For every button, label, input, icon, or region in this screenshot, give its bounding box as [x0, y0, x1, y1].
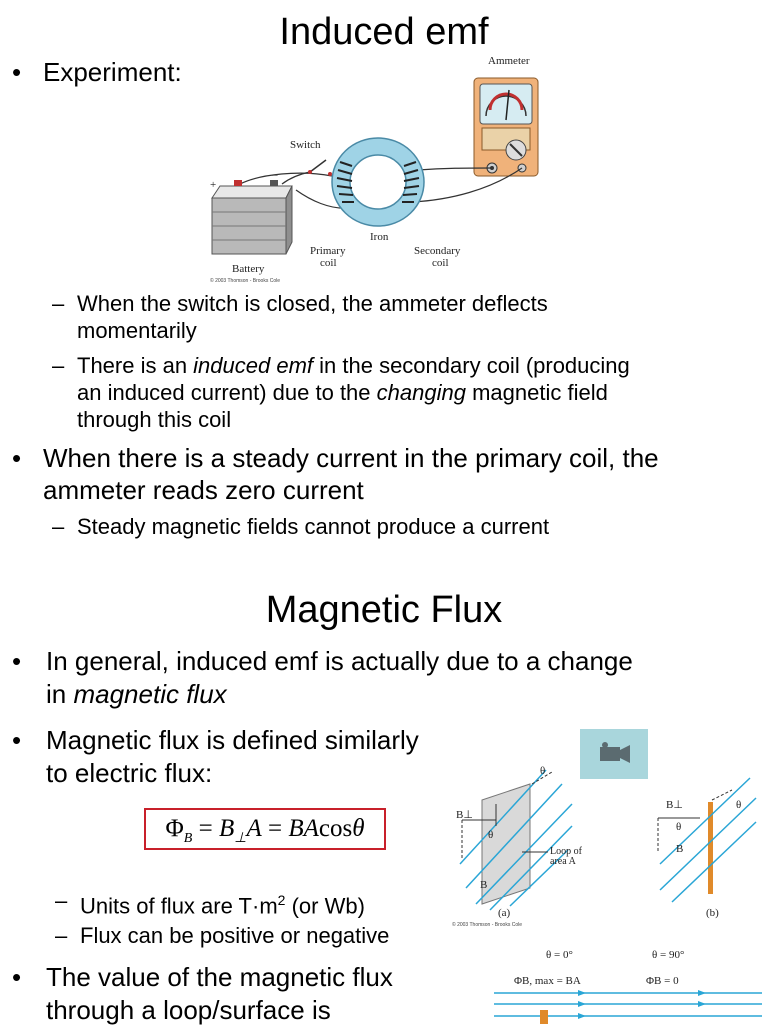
sub2-line3: through this coil [77, 407, 232, 432]
sub3-text: Steady magnetic fields cannot produce a … [77, 514, 550, 539]
bullet2-line2: ammeter reads zero current [43, 475, 364, 505]
theta-a1: θ [488, 829, 493, 841]
sub1-line2: momentarily [77, 318, 197, 343]
slide2-title: Magnetic Flux [265, 589, 503, 631]
iron-toroid-icon [331, 137, 425, 227]
phi-max-label: ΦB, max = BA [514, 975, 581, 987]
flux-figure: B⊥ B θ θ Loop of area A (a) © 2003 Thoms… [452, 765, 762, 1024]
dash: – [55, 923, 68, 948]
b3-line1: The value of the magnetic flux [46, 962, 393, 992]
battery-minus: – [271, 169, 278, 181]
b-label-b: B [676, 843, 683, 855]
circuit-figure: Ammeter Switch Iron Primary coil Seconda… [210, 55, 539, 284]
b2-line2: to electric flux: [46, 758, 213, 788]
switch-label: Switch [290, 139, 321, 151]
bullet2-line1: When there is a steady current in the pr… [43, 443, 659, 473]
theta-b1: θ [676, 821, 681, 833]
bullet-dot: • [12, 443, 22, 473]
bullet-dot: • [12, 646, 22, 676]
units-text: Units of flux are T·m2 (or Wb) [80, 892, 365, 919]
dash: – [52, 291, 65, 316]
slide1-title: Induced emf [279, 11, 489, 53]
flux-copyright: © 2003 Thomson - Brooks Cole [452, 921, 522, 928]
ammeter-label: Ammeter [488, 55, 530, 67]
dash: – [52, 353, 65, 378]
flux-equation: ΦB = B⊥A = BAcosθ [144, 808, 386, 850]
b-perp-b: B⊥ [666, 799, 683, 811]
battery-plus: + [210, 179, 216, 191]
sub2-line2: an induced current) due to the changing … [77, 380, 608, 405]
ammeter-icon [473, 77, 539, 177]
theta0-label: θ = 0° [546, 949, 573, 961]
phi-zero-label: ΦB = 0 [646, 975, 679, 987]
dash: – [52, 514, 65, 539]
b1-line1: In general, induced emf is actually due … [46, 646, 633, 676]
secondary-label-2: coil [432, 257, 449, 269]
bullet-dot: • [12, 725, 22, 755]
battery-label: Battery [232, 263, 265, 275]
sub2-line1: There is an induced emf in the secondary… [77, 353, 630, 378]
secondary-label-1: Secondary [414, 245, 461, 257]
experiment-text: Experiment: [43, 57, 182, 87]
fig-b-label: (b) [706, 907, 719, 919]
loop-label-1: Loop of [550, 846, 583, 857]
b3-line2: through a loop/surface is [46, 995, 331, 1025]
theta90-label: θ = 90° [652, 949, 684, 961]
loop-label-2: area A [550, 856, 577, 867]
figure-copyright: © 2003 Thomson - Brooks Cole [210, 277, 280, 284]
video-camera-icon [600, 742, 630, 763]
battery-icon [211, 180, 293, 255]
video-button[interactable] [580, 729, 648, 779]
b-label-a: B [480, 879, 487, 891]
primary-label-2: coil [320, 257, 337, 269]
bullet-dot: • [12, 57, 22, 87]
theta-b2: θ [736, 799, 741, 811]
b1-line2: in magnetic flux [46, 679, 227, 709]
fig-a-label: (a) [498, 907, 511, 919]
bullet-dot: • [12, 962, 22, 992]
iron-label: Iron [370, 231, 389, 243]
dash: – [55, 888, 68, 913]
primary-label-1: Primary [310, 245, 346, 257]
b-perp-a: B⊥ [456, 809, 473, 821]
sign-text: Flux can be positive or negative [80, 923, 390, 948]
sub1-line1: When the switch is closed, the ammeter d… [77, 291, 548, 316]
theta-a2: θ [540, 765, 545, 777]
b2-line1: Magnetic flux is defined similarly [46, 725, 419, 755]
